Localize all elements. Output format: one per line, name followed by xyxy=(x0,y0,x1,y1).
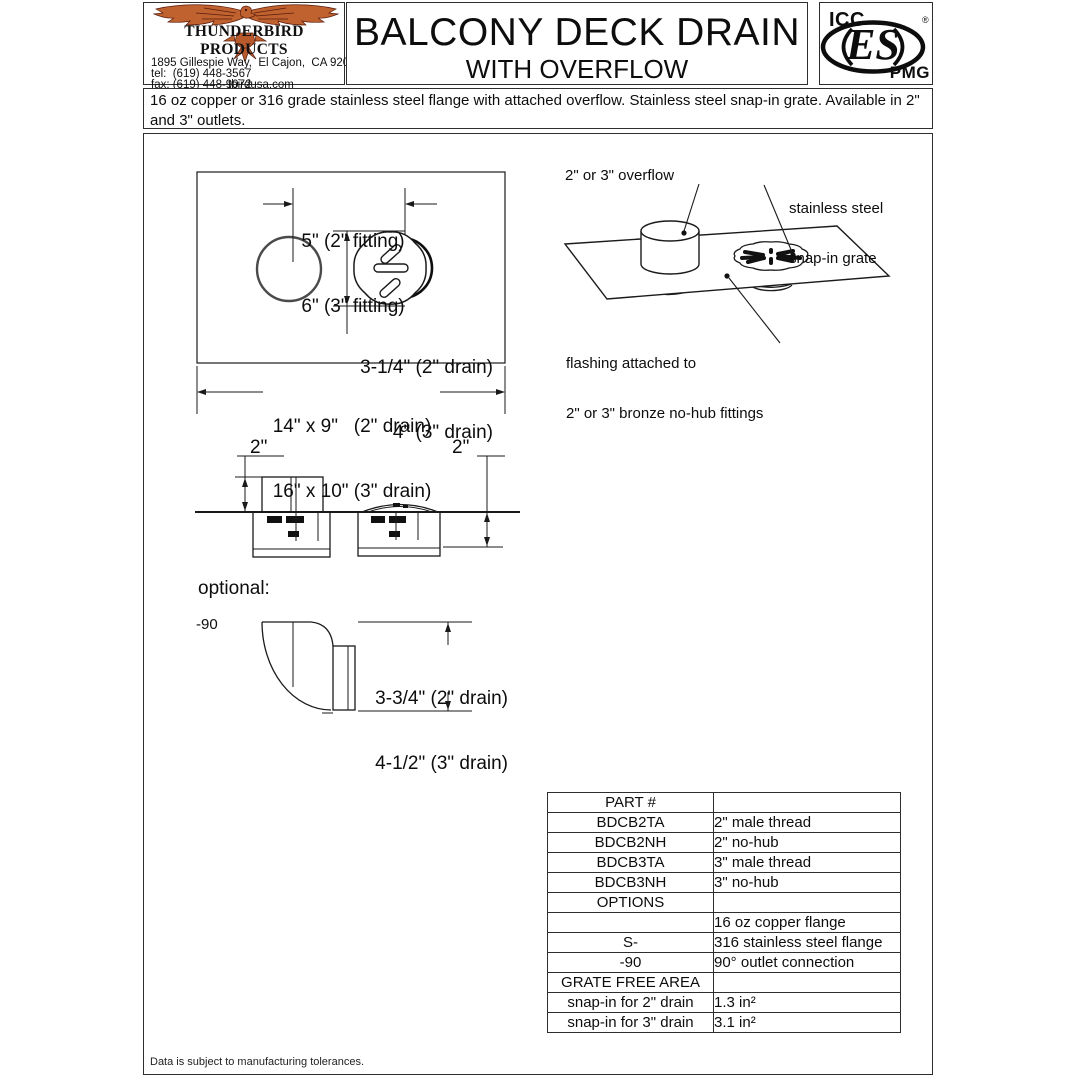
grate-free-area-header-cell: GRATE FREE AREA xyxy=(547,972,714,993)
icc-label: ICC xyxy=(829,9,865,31)
part-number-cell: BDCB3NH xyxy=(547,872,714,893)
part-number-cell: BDCB3TA xyxy=(547,852,714,873)
part-number-cell: S- xyxy=(547,932,714,953)
grate-diameter-dimension: 3-1/4" (2" drain) 4" (3" drain) xyxy=(360,357,493,443)
table-row: PART # xyxy=(547,792,901,813)
eagle-right-tuft xyxy=(254,34,268,42)
overflow-outline-circle xyxy=(255,235,323,303)
part-description-cell xyxy=(713,792,901,813)
part-number-cell: BDCB2TA xyxy=(547,812,714,833)
optional-code: -90 xyxy=(196,616,218,633)
grate-slot-lower xyxy=(379,277,401,299)
company-address: 1895 Gillespie Way, El Cajon, CA 92020 xyxy=(151,57,362,69)
technical-drawings xyxy=(195,171,891,714)
overflow-height-dimension: 2" xyxy=(250,437,268,458)
table-row: GRATE FREE AREA xyxy=(547,972,901,993)
part-number-cell: BDCB2NH xyxy=(547,832,714,853)
part-description-cell: 3" male thread xyxy=(713,852,901,873)
flange-size-dimension: 14" x 9" (2" drain) 16" x 10" (3" drain) xyxy=(272,416,432,502)
company-logo-cell: THUNDERBIRD PRODUCTS 1895 Gillespie Way,… xyxy=(143,2,362,91)
part-description-cell: 90° outlet connection xyxy=(713,952,901,973)
part-description-cell: 16 oz copper flange xyxy=(713,912,901,933)
part-description-cell: 3.1 in² xyxy=(713,1012,901,1033)
drain-depth-dimension: 2" xyxy=(452,437,470,458)
optional-heading: optional: xyxy=(198,578,270,599)
elbow-height-dimension: 3-3/4" (2" drain) 4-1/2" (3" drain) xyxy=(375,688,508,774)
eagle-left-wing xyxy=(153,4,244,26)
options-header-cell: OPTIONS xyxy=(547,892,714,913)
part-description-cell xyxy=(713,972,901,993)
title-cell: BALCONY DECK DRAIN WITH OVERFLOW xyxy=(346,2,808,85)
overflow-callout: 2" or 3" overflow xyxy=(565,167,675,184)
section-view-drawing xyxy=(195,455,520,558)
part-number-cell: -90 xyxy=(547,952,714,973)
company-fax: fax: (619) 448-9072 xyxy=(151,79,252,91)
part-description-cell: 2" male thread xyxy=(713,812,901,833)
icc-es-ellipse-icon xyxy=(820,20,926,74)
company-website: tbirdusa.com xyxy=(228,79,294,91)
part-number-cell xyxy=(547,912,714,933)
part-description-cell: 2" no-hub xyxy=(713,832,901,853)
eagle-head xyxy=(240,5,257,19)
table-row: 16 oz copper flange xyxy=(547,912,901,933)
isometric-view-drawing xyxy=(563,183,891,344)
part-number-cell: snap-in for 2" drain xyxy=(547,992,714,1013)
grate-slot-middle xyxy=(373,263,409,273)
eagle-left-tuft xyxy=(222,34,236,42)
flashing-callout: flashing attached to 2" or 3" bronze no-… xyxy=(566,355,764,422)
grate-callout: stainless steel snap-in grate xyxy=(789,200,884,267)
overflow-cylinder xyxy=(640,231,700,275)
page-title: BALCONY DECK DRAIN xyxy=(353,11,801,54)
table-row: OPTIONS xyxy=(547,892,901,913)
product-description: 16 oz copper or 316 grade stainless stee… xyxy=(150,92,920,129)
optional-elbow-drawing xyxy=(261,621,472,714)
eagle-tail xyxy=(233,47,257,64)
part-number-cell: PART # xyxy=(547,792,714,813)
es-label: ES xyxy=(846,20,900,69)
company-phone: tel: (619) 448-3567 xyxy=(151,68,252,80)
company-name: THUNDERBIRD PRODUCTS xyxy=(184,23,304,58)
plan-view-drawing xyxy=(196,171,506,414)
tolerance-note: Data is subject to manufacturing toleran… xyxy=(150,1056,365,1068)
table-row: S-316 stainless steel flange xyxy=(547,932,901,953)
pmg-label: PMG xyxy=(889,63,930,82)
part-description-cell xyxy=(713,892,901,913)
icc-es-pmg-mark: ICC ES ® PMG xyxy=(819,2,933,85)
part-number-cell: snap-in for 3" drain xyxy=(547,1012,714,1033)
thunderbird-eagle-logo xyxy=(153,4,339,64)
part-description-cell: 3" no-hub xyxy=(713,872,901,893)
part-description-cell: 1.3 in² xyxy=(713,992,901,1013)
page-subtitle: WITH OVERFLOW xyxy=(465,54,689,84)
grate-slot-upper xyxy=(380,243,402,265)
fitting-spacing-dimension: 5" (2" fitting) 6" (3" fitting) xyxy=(301,231,405,317)
iso-grate-slots xyxy=(740,248,802,265)
description-box: 16 oz copper or 316 grade stainless stee… xyxy=(143,88,933,129)
registered-mark: ® xyxy=(922,15,929,25)
part-description-cell: 316 stainless steel flange xyxy=(713,932,901,953)
eagle-right-wing xyxy=(248,4,339,26)
